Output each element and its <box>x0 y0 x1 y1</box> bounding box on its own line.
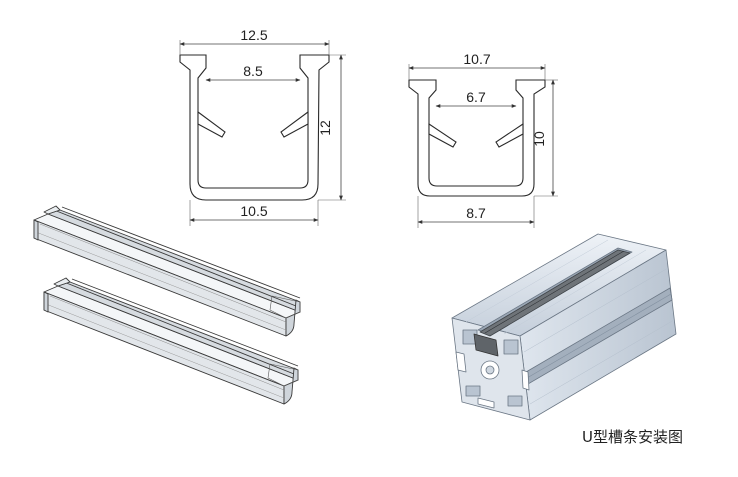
profile-b-right-fin <box>495 122 524 148</box>
aluminium-profile-3d <box>451 233 677 421</box>
profile-a-section: 12.5 8.5 12 10.5 <box>179 27 346 226</box>
profile-b-bottom-width: 8.7 <box>466 205 486 221</box>
profile-b-section: 10.7 6.7 10 8.7 <box>408 51 558 228</box>
profile-a-top-width: 12.5 <box>240 27 267 43</box>
profile-b-height: 10 <box>531 131 547 147</box>
profile-a-left-fin <box>197 110 226 138</box>
profile-b-outline <box>408 79 546 197</box>
profile-a-height: 12 <box>317 120 333 136</box>
profile-a-right-fin <box>280 110 309 138</box>
profile-a-outline <box>179 54 330 201</box>
profile-b-left-fin <box>428 122 457 148</box>
u-strip-3d-lower <box>43 277 299 405</box>
u-strip-3d-upper <box>33 205 301 337</box>
profile-a-bottom-width: 10.5 <box>240 203 267 219</box>
caption-u-strip-installation: U型槽条安装图 <box>582 428 683 446</box>
profile-b-top-width: 10.7 <box>463 51 490 67</box>
profile-b-inner-width: 6.7 <box>466 89 486 105</box>
profile-a-inner-width: 8.5 <box>243 63 263 79</box>
